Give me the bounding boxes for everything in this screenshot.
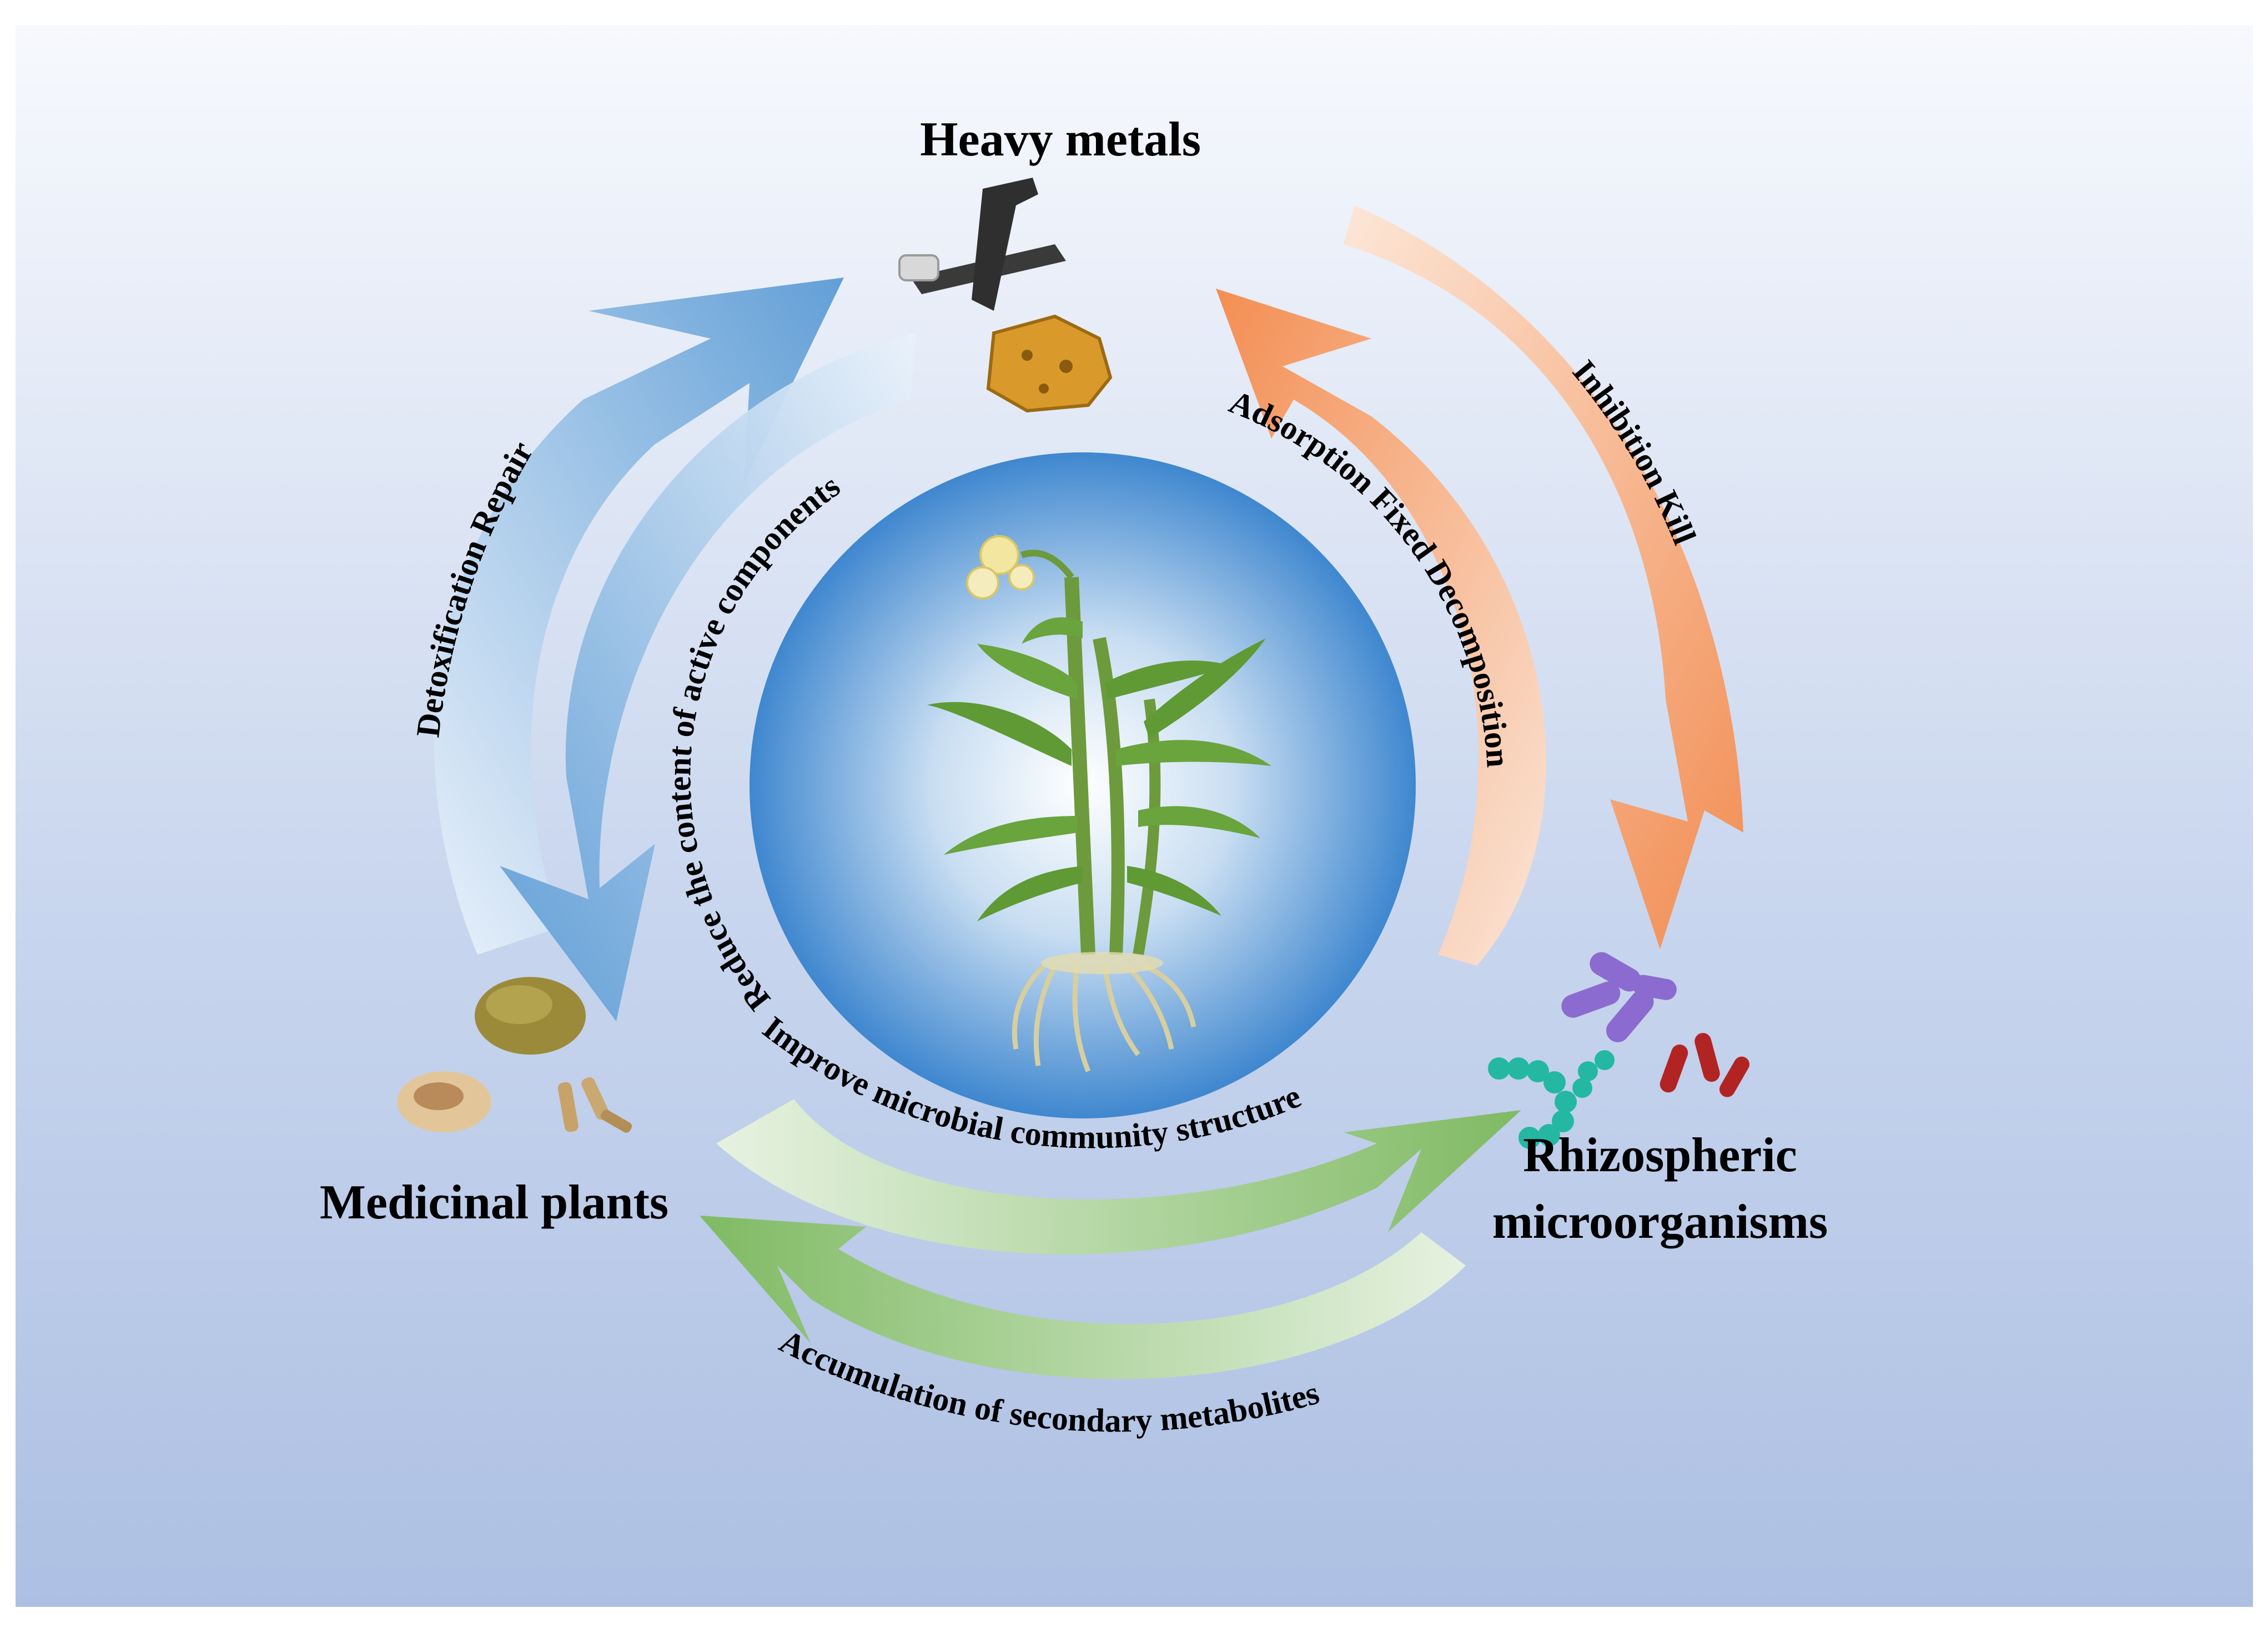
seed-pile-icon — [475, 977, 586, 1055]
orange-arrow-down — [1344, 205, 1743, 949]
herb-slices-icon — [397, 1071, 491, 1132]
bacteria-cluster-icon — [1488, 952, 1749, 1149]
green-arrow-left — [700, 1216, 1466, 1379]
node-heavy-metals: Heavy metals — [920, 113, 1201, 167]
root-pieces-icon — [557, 1077, 632, 1133]
node-medicinal-plants: Medicinal plants — [320, 1176, 668, 1229]
blue-arrow-up — [434, 278, 844, 955]
orchid-plant-icon — [927, 533, 1271, 1072]
node-rhizospheric-line1: Rhizospheric — [1523, 1128, 1797, 1182]
green-arrow-right — [716, 1099, 1521, 1254]
ore-rock-icon — [986, 314, 1113, 413]
heavy-metal-rock-icon — [898, 178, 1066, 311]
node-rhizospheric-line2: microorganisms — [1492, 1195, 1828, 1249]
orange-arrow-up — [1216, 289, 1546, 966]
blue-arrow-down — [500, 333, 916, 1021]
